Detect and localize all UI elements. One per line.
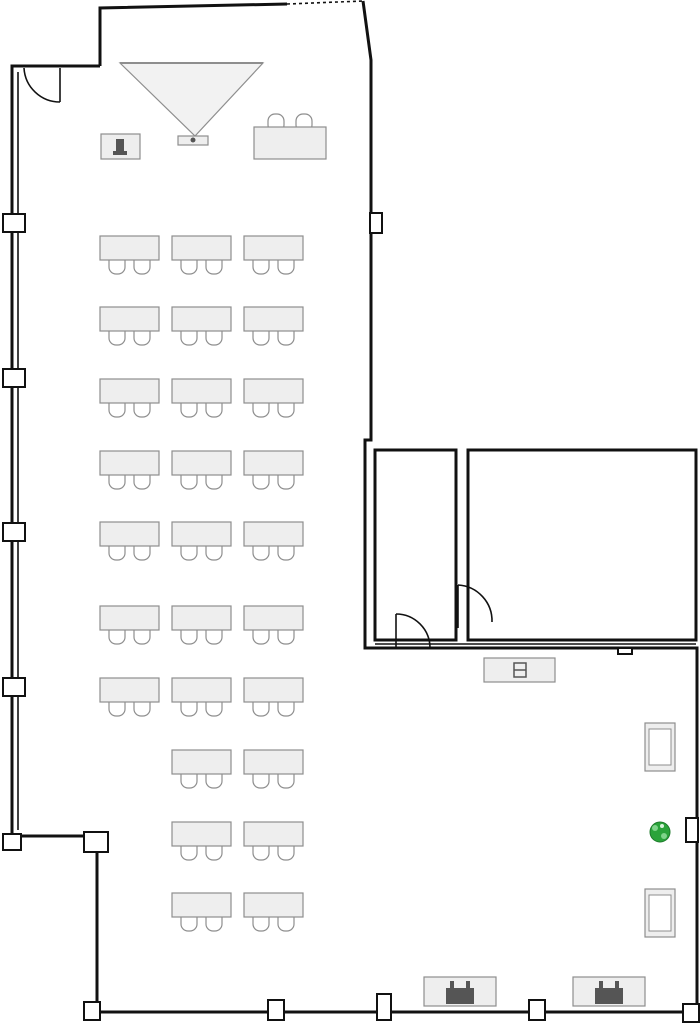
shelf-icon: [483, 657, 556, 683]
desk: [171, 235, 232, 261]
desk: [99, 450, 160, 476]
desk: [243, 892, 304, 918]
desk: [243, 521, 304, 547]
column: [2, 522, 26, 542]
column: [267, 999, 285, 1021]
desk: [243, 605, 304, 631]
outer-wall: [98, 2, 288, 66]
column: [2, 213, 26, 233]
podium-icon: [100, 133, 141, 160]
desk-with-chairs: [99, 521, 160, 561]
desk-with-chairs: [99, 605, 160, 645]
plant-icon: [649, 821, 671, 843]
desk-with-chairs: [171, 521, 232, 561]
column: [83, 1001, 101, 1021]
columns: [2, 212, 700, 1023]
desk-with-chairs: [171, 605, 232, 645]
desk-with-chairs: [99, 235, 160, 275]
desk: [99, 306, 160, 332]
desk-with-chairs: [171, 677, 232, 717]
front-table: [253, 113, 327, 160]
desk: [99, 378, 160, 404]
desk-grid: [99, 235, 304, 932]
desk-with-chairs: [171, 450, 232, 490]
desk-with-chairs: [243, 821, 304, 861]
desk-with-chairs: [243, 450, 304, 490]
desk-with-chairs: [171, 235, 232, 275]
desk-with-chairs: [243, 605, 304, 645]
desk-with-chairs: [243, 378, 304, 418]
doors: [23, 67, 493, 649]
window-dashed: [286, 0, 364, 5]
column: [617, 647, 633, 655]
projector-icon: [118, 62, 265, 146]
desk-with-chairs: [99, 450, 160, 490]
desk: [243, 749, 304, 775]
door-swing-icon: [23, 67, 61, 103]
column: [2, 833, 22, 851]
small-room: [373, 448, 458, 642]
desk-with-chairs: [243, 749, 304, 789]
desk: [243, 821, 304, 847]
desk-with-chairs: [171, 892, 232, 932]
desk-with-chairs: [243, 677, 304, 717]
desk: [171, 605, 232, 631]
desk: [171, 521, 232, 547]
desk: [171, 892, 232, 918]
desk: [99, 235, 160, 261]
equipment-icon: [572, 976, 646, 1007]
column: [682, 1003, 700, 1023]
column: [83, 831, 109, 853]
sofa-icon: [644, 722, 676, 772]
column: [2, 368, 26, 388]
desk-with-chairs: [99, 306, 160, 346]
door-swing-icon: [395, 613, 431, 649]
desk-with-chairs: [99, 677, 160, 717]
desk-with-chairs: [243, 892, 304, 932]
column: [685, 817, 699, 843]
equipment-icon: [423, 976, 497, 1007]
desk: [243, 306, 304, 332]
desk: [243, 677, 304, 703]
column: [528, 999, 546, 1021]
large-room: [466, 448, 698, 642]
desk: [243, 378, 304, 404]
desk: [171, 450, 232, 476]
desk: [99, 677, 160, 703]
desk-with-chairs: [171, 378, 232, 418]
desk: [171, 749, 232, 775]
desk: [171, 306, 232, 332]
desk-with-chairs: [243, 235, 304, 275]
desk: [243, 450, 304, 476]
door-swing-icon: [457, 584, 493, 628]
desk-with-chairs: [243, 521, 304, 561]
desk: [99, 605, 160, 631]
desk: [171, 378, 232, 404]
desk: [171, 677, 232, 703]
desk-with-chairs: [99, 378, 160, 418]
column: [376, 993, 392, 1021]
desk-with-chairs: [171, 821, 232, 861]
desk-with-chairs: [243, 306, 304, 346]
desk-with-chairs: [171, 306, 232, 346]
column: [369, 212, 383, 234]
desk-with-chairs: [171, 749, 232, 789]
desk: [99, 521, 160, 547]
column: [2, 677, 26, 697]
desk: [171, 821, 232, 847]
sofa-icon: [644, 888, 676, 938]
desk: [243, 235, 304, 261]
